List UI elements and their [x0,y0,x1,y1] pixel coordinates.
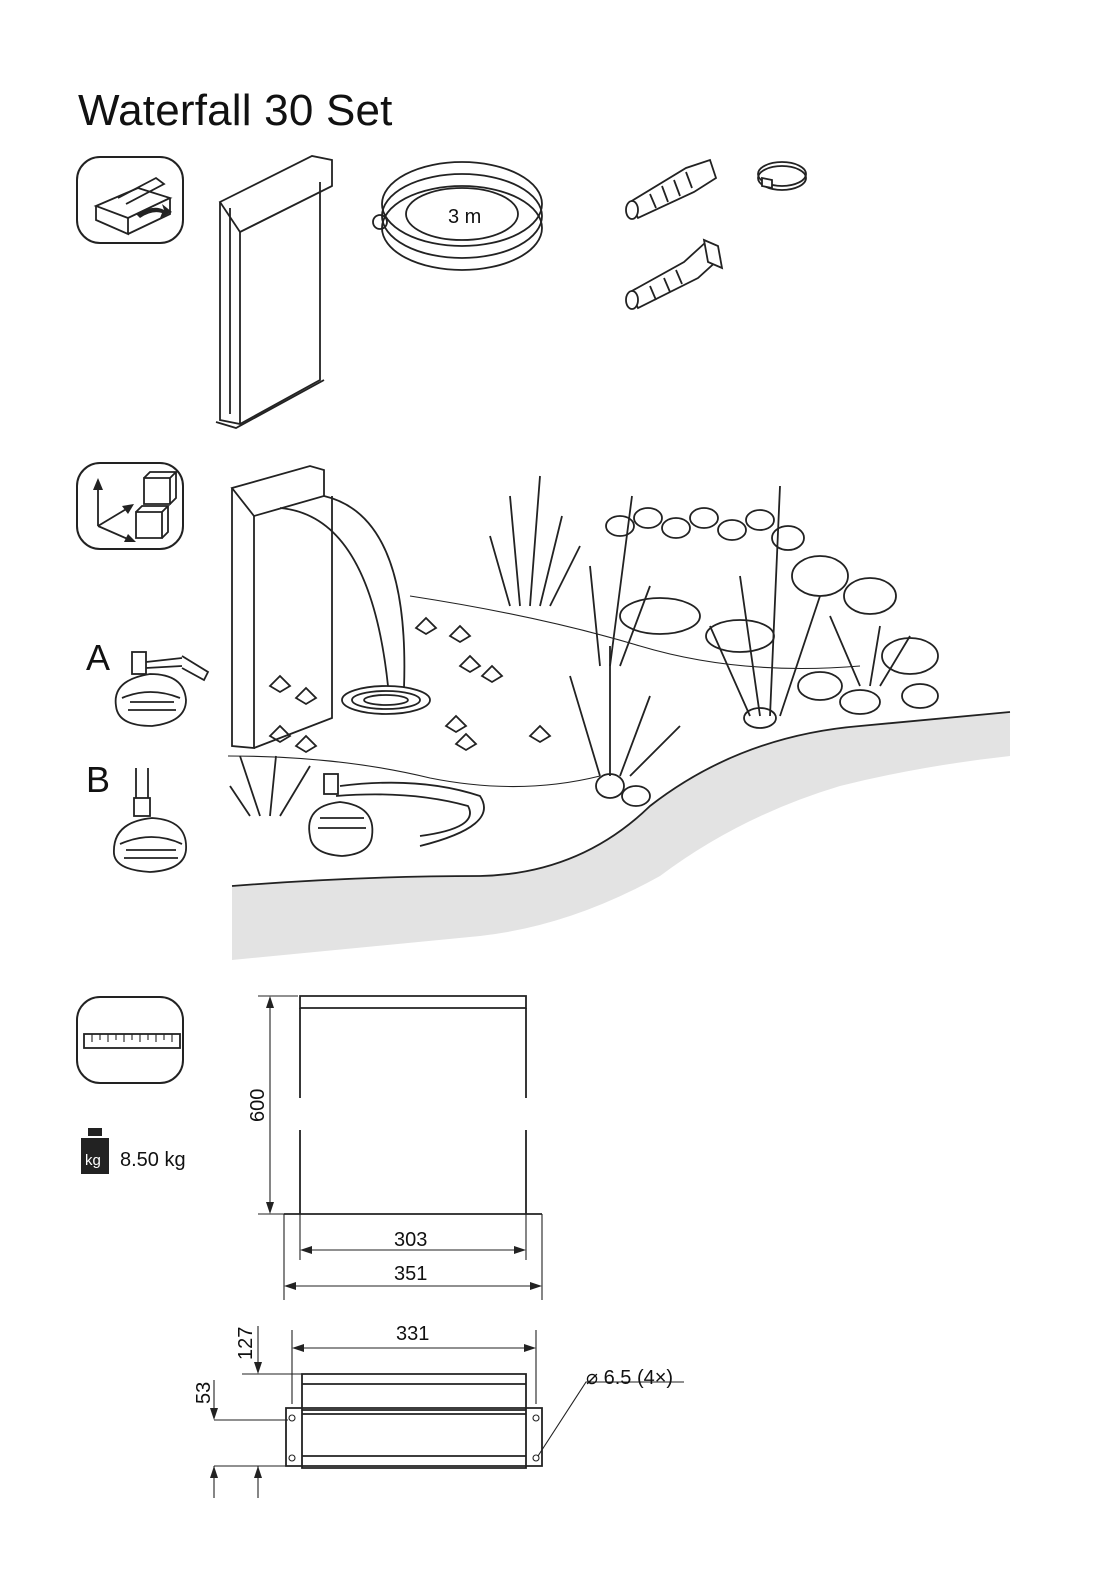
base-depth-dimension: 53 [194,1382,214,1404]
page-title: Waterfall 30 Set [78,86,393,136]
height-dimension: 600 [248,1089,268,1122]
weight-label: 8.50 kg [120,1150,186,1170]
hose-length-label: 3 m [448,207,481,227]
inner-width-dimension: 303 [394,1230,427,1250]
pump-b-icon [112,764,202,874]
dimensions-icon [76,996,184,1084]
scope-of-delivery-icon [76,156,184,244]
garden-installation-scene [220,456,1020,966]
mounting-hole-dimension: ⌀ 6.5 (4×) [586,1368,673,1388]
option-a-label: A [86,640,110,676]
pump-a-icon [110,640,220,730]
depth-dimension: 127 [236,1327,256,1360]
top-view-drawing [200,1320,580,1520]
waterfall-body-drawing [212,152,352,432]
option-b-label: B [86,762,110,798]
installation-icon [76,462,184,550]
top-width-dimension: 331 [396,1324,429,1344]
weight-unit-glyph: kg [85,1152,101,1169]
front-view-drawing [250,990,540,1310]
outer-width-dimension: 351 [394,1264,427,1284]
hose-clamp-drawing [752,150,812,200]
